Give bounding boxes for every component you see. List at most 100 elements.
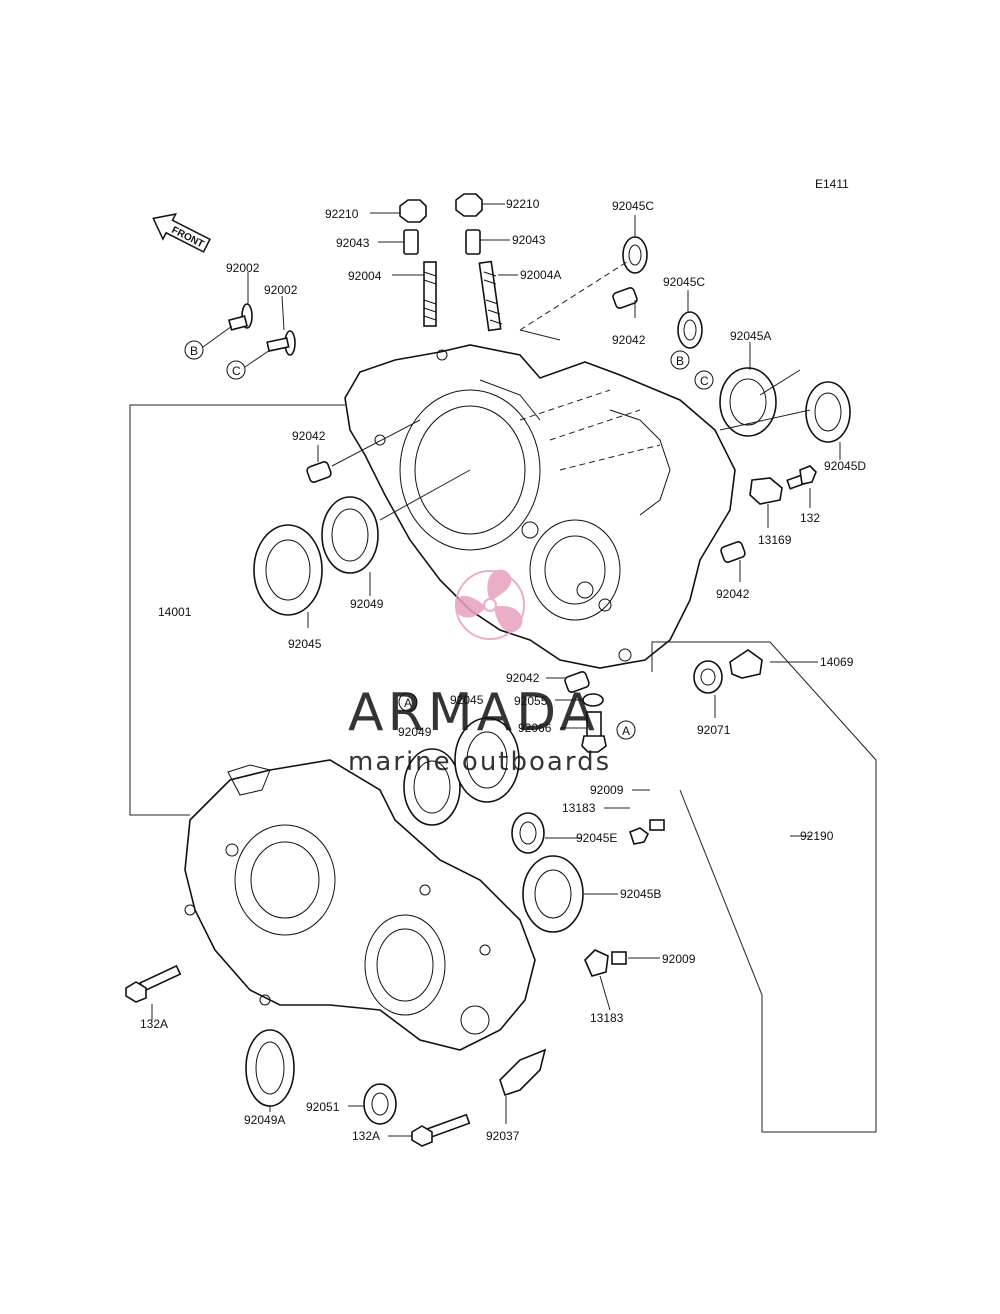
leader-lines: [151, 203, 841, 1137]
collar-92043-right: [465, 229, 481, 255]
dowel-92042-low: [564, 671, 590, 693]
stud-92004A: [478, 260, 503, 332]
label-132A-bottom: 132A: [352, 1129, 380, 1143]
label-92043-left: 92043: [336, 236, 370, 250]
bolt-92002-b: [227, 303, 253, 331]
bearing-92045C-top: [622, 236, 648, 274]
screw-92009-low: [611, 951, 627, 965]
bracket-14001: [129, 404, 190, 816]
crankcase-right-half: [344, 344, 736, 669]
label-92071: 92071: [697, 723, 731, 737]
plate-13183-top: [629, 827, 650, 845]
ref-circle-a-left: A: [398, 692, 418, 712]
seal-92049A: [245, 1029, 295, 1107]
label-92042-low: 92042: [506, 671, 540, 685]
nut-92210-right: [455, 193, 483, 217]
svg-text:A: A: [622, 724, 630, 738]
label-92045E: 92045E: [576, 831, 617, 845]
ref-circle-b-left: B: [184, 340, 204, 360]
label-92210-left: 92210: [325, 207, 359, 221]
watermark-tagline: marine outboards: [348, 747, 611, 777]
label-92051: 92051: [306, 1100, 340, 1114]
seal-92049-mid: [403, 748, 461, 826]
seal-92051: [363, 1083, 397, 1125]
label-92045-mid: 92045: [450, 693, 484, 707]
collar-92043-left: [403, 229, 419, 255]
bolt-132A-left: [125, 964, 182, 1003]
label-92049-mid: 92049: [398, 725, 432, 739]
bearing-92045-left: [253, 524, 323, 616]
ref-circle-c-left: C: [226, 360, 246, 380]
svg-text:C: C: [232, 364, 241, 378]
label-92055: 92055: [514, 694, 548, 708]
label-92004: 92004: [348, 269, 382, 283]
label-92045-left: 92045: [288, 637, 322, 651]
plug-92066: [581, 711, 607, 753]
dowel-92042-left: [306, 461, 332, 483]
label-92045B: 92045B: [620, 887, 661, 901]
bearing-92045B: [522, 855, 584, 933]
bolt-92002-c: [266, 330, 296, 356]
label-92045C-top: 92045C: [612, 199, 654, 213]
ref-circle-c-top: C: [694, 370, 714, 390]
bolt-132A-bottom: [411, 1113, 471, 1147]
bearing-92045A: [719, 367, 777, 437]
svg-text:C: C: [700, 374, 709, 388]
guide-92037: [499, 1048, 547, 1097]
label-92210-right: 92210: [506, 197, 540, 211]
label-13169: 13169: [758, 533, 792, 547]
label-92043-right: 92043: [512, 233, 546, 247]
label-92042-top: 92042: [612, 333, 646, 347]
label-92049-top: 92049: [350, 597, 384, 611]
label-92037: 92037: [486, 1129, 520, 1143]
front-arrow-icon: FRONT: [152, 213, 211, 253]
label-132: 132: [800, 511, 820, 525]
bearing-92045C-mid: [677, 311, 703, 349]
watermark-brand: ARMADA: [348, 683, 599, 743]
bearing-92045-mid: [454, 717, 520, 803]
bracket-14069: [651, 641, 877, 1133]
label-92009-low: 92009: [662, 952, 696, 966]
dowel-92042-top: [612, 287, 638, 309]
bearing-92045E: [511, 812, 545, 854]
bearing-92045D: [805, 381, 851, 443]
screw-92009-top: [649, 819, 665, 831]
label-13183-low: 13183: [590, 1011, 624, 1025]
stud-92004: [423, 261, 437, 327]
label-92009-top: 92009: [590, 783, 624, 797]
part-labels: 92210 92210 92043 92043 92004 92004A 920…: [140, 197, 866, 1143]
label-92066: 92066: [518, 721, 552, 735]
seal-92049-top: [321, 496, 379, 574]
elbow-14069: [729, 649, 763, 679]
label-92002-left: 92002: [226, 261, 260, 275]
label-92002-right: 92002: [264, 283, 298, 297]
label-14001: 14001: [158, 605, 192, 619]
label-92042-right: 92042: [716, 587, 750, 601]
label-92049A: 92049A: [244, 1113, 285, 1127]
label-14069: 14069: [820, 655, 854, 669]
ref-circle-a-right: A: [616, 720, 636, 740]
crankcase-left-half: [184, 759, 536, 1051]
plate-13183-low: [584, 949, 609, 977]
nut-92210-left: [399, 199, 427, 223]
bolt-132: [786, 465, 817, 490]
label-13183-top: 13183: [562, 801, 596, 815]
label-92045C-mid: 92045C: [663, 275, 705, 289]
label-92042-left: 92042: [292, 429, 326, 443]
svg-text:B: B: [676, 354, 684, 368]
svg-text:B: B: [190, 344, 198, 358]
label-92004A: 92004A: [520, 268, 561, 282]
watermark-logo-icon: [454, 569, 525, 640]
label-92190: 92190: [800, 829, 834, 843]
svg-text:A: A: [404, 696, 412, 710]
plate-13169: [749, 477, 783, 505]
label-132A-left: 132A: [140, 1017, 168, 1031]
diagram-code: E1411: [815, 177, 849, 191]
watermark: ARMADA marine outboards: [348, 569, 611, 777]
clamp-92071: [693, 660, 723, 694]
ref-circle-b-top: B: [670, 350, 690, 370]
label-92045A: 92045A: [730, 329, 771, 343]
label-92045D: 92045D: [824, 459, 866, 473]
